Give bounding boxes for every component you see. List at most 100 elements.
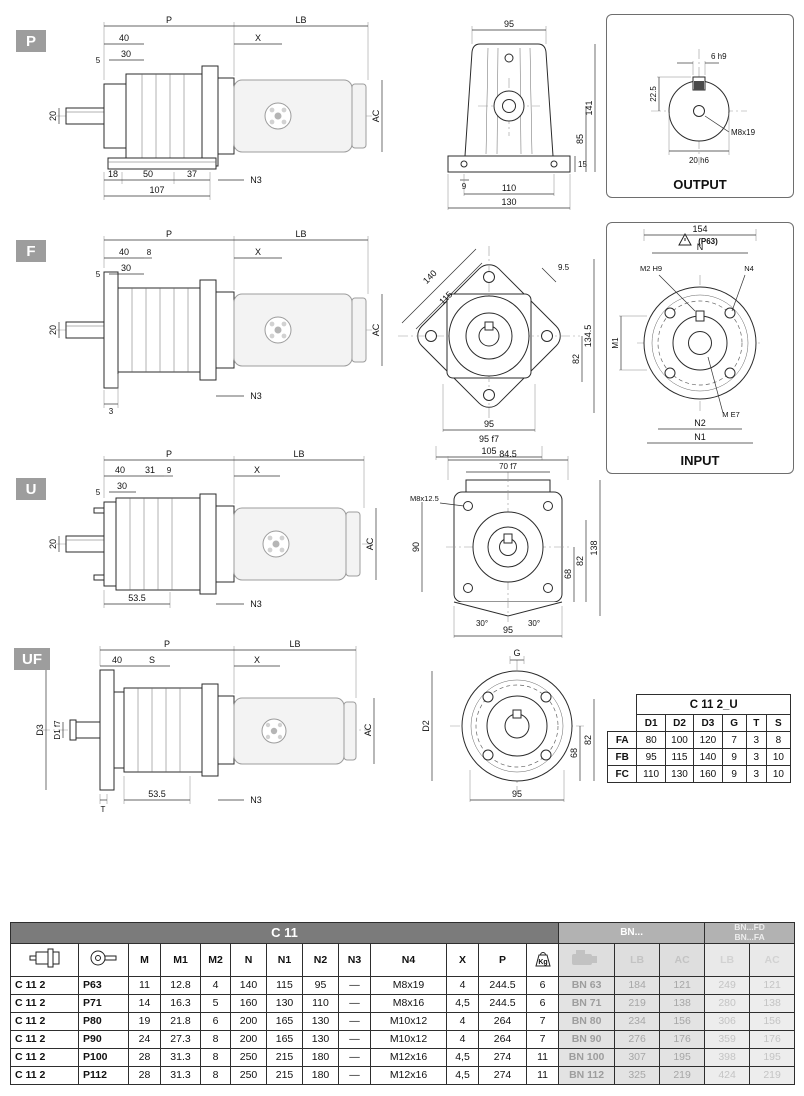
dim-110: 110 — [502, 183, 516, 193]
flange-table-title: C 11 2_U — [636, 694, 791, 715]
dim-30deg-right: 30° — [528, 619, 540, 628]
dim-134-5: 134.5 — [583, 325, 593, 348]
bnfd-lb-cell: 280 — [704, 993, 751, 1013]
dim-130: 130 — [501, 197, 516, 207]
col-m2: M2 — [200, 942, 231, 977]
dim-n4-cell: M8x16 — [370, 993, 447, 1013]
model-cell: C 11 2 — [10, 1029, 79, 1049]
dim-n4-cell: M10x12 — [370, 1029, 447, 1049]
output-title: OUTPUT — [673, 177, 727, 192]
dim-107: 107 — [149, 185, 164, 195]
bn-ac-cell: 195 — [659, 1047, 706, 1067]
bnfd-ac-cell: 121 — [749, 975, 796, 995]
bnfd-lb-cell: 249 — [704, 975, 751, 995]
dim-n3-cell: — — [338, 975, 371, 995]
weight-cell: 6 — [525, 993, 560, 1013]
dim-m1-cell: 16.3 — [160, 993, 201, 1013]
dim-n3: N3 — [250, 599, 262, 609]
fan-cover — [351, 83, 367, 149]
group-bnfd-bnfa: BN...FD BN...FA — [704, 922, 796, 944]
model-cell: C 11 2 — [10, 975, 79, 995]
dim-x-cell: 4,5 — [446, 1065, 479, 1085]
dim-shaft-dia: 20 h6 — [689, 156, 710, 165]
flange-cell: 100 — [664, 731, 695, 749]
weight-icon-header: Kg — [525, 942, 560, 977]
output-shaft-drawing: 6 h9 22.5 M8x19 20 h6 — [649, 49, 756, 165]
dim-n3-cell: — — [338, 1011, 371, 1031]
section-label-uf: UF — [14, 648, 50, 670]
dim-82: 82 — [575, 556, 585, 566]
dim-ac: AC — [365, 537, 375, 550]
col-g: G — [721, 714, 747, 732]
uf-front-dimensions: G D2 68 82 95 — [421, 648, 595, 802]
main-table-row: C 11 2 P71 14 16.3 5 160 130 110 — M8x16… — [10, 993, 796, 1013]
f-front-view: 140 115 9.5 82 134.5 95 95 f7 105 — [398, 246, 595, 460]
dim-154: 154 — [692, 224, 707, 234]
bn-ac-cell: 121 — [659, 975, 706, 995]
dim-n1-cell: 115 — [266, 975, 303, 995]
flange-cell: 3 — [745, 731, 767, 749]
dim-n-cell: 140 — [230, 975, 267, 995]
u-front-drawing — [446, 472, 570, 622]
model-cell: C 11 2 — [10, 993, 79, 1013]
dim-x: X — [255, 33, 261, 43]
p-front-dimensions: 95 15 85 141 9 110 130 — [447, 19, 596, 210]
col-ac-bnfd: AC — [749, 942, 796, 977]
dim-n4-cell: M12x16 — [370, 1065, 447, 1085]
bnfd-lb-cell: 306 — [704, 1011, 751, 1031]
col-x: X — [446, 942, 479, 977]
model-cell: C 11 2 — [10, 1047, 79, 1067]
dim-p: P — [166, 229, 172, 239]
bnfd-lb-cell: 424 — [704, 1065, 751, 1085]
weight-cell: 6 — [525, 975, 560, 995]
dim-n2-cell: 130 — [302, 1029, 339, 1049]
motor-size-cell: BN 100 — [558, 1047, 616, 1067]
dim-31: 31 — [145, 465, 155, 475]
dim-n2-cell: 110 — [302, 993, 339, 1013]
bnfd-lb-cell: 398 — [704, 1047, 751, 1067]
dim-n2-cell: 180 — [302, 1047, 339, 1067]
dim-90: 90 — [411, 542, 421, 552]
dim-n-cell: 200 — [230, 1029, 267, 1049]
dim-138: 138 — [589, 540, 599, 555]
flange-cell: 7 — [721, 731, 747, 749]
dim-s: S — [149, 655, 155, 665]
dim-n3-cell: — — [338, 1065, 371, 1085]
p-side-dimensions: P LB 40 X 30 5 20 18 50 37 107 N3 AC — [48, 15, 383, 200]
dim-n2-cell: 95 — [302, 975, 339, 995]
dim-50: 50 — [143, 169, 153, 179]
dim-68: 68 — [563, 569, 573, 579]
main-table-row: C 11 2 P90 24 27.3 8 200 165 130 — M10x1… — [10, 1029, 796, 1049]
dim-lb: LB — [293, 449, 304, 459]
dim-lb: LB — [289, 639, 300, 649]
col-n4: N4 — [370, 942, 447, 977]
output-flange — [103, 271, 119, 389]
dim-p-cell: 274 — [478, 1047, 527, 1067]
section-label-p: P — [16, 30, 46, 52]
dim-x: X — [254, 655, 260, 665]
dim-68: 68 — [569, 748, 579, 758]
dim-n3-cell: — — [338, 1047, 371, 1067]
dim-n3-cell: — — [338, 1029, 371, 1049]
dim-9: 9 — [167, 466, 172, 475]
dim-95f7: 95 f7 — [479, 434, 499, 444]
dim-key-height: 22.5 — [649, 86, 658, 102]
dim-m2-cell: 8 — [200, 1065, 231, 1085]
dim-m1: M1 — [611, 337, 620, 349]
col-n3: N3 — [338, 942, 371, 977]
dim-n3: N3 — [250, 175, 262, 185]
dim-m2: M2 H9 — [640, 264, 662, 273]
col-n1: N1 — [266, 942, 303, 977]
flange-row-name: FB — [606, 748, 638, 766]
dim-82: 82 — [583, 735, 593, 745]
dim-n2-cell: 130 — [302, 1011, 339, 1031]
uf-front-view: G D2 68 82 95 — [421, 648, 595, 802]
dim-n2-cell: 180 — [302, 1065, 339, 1085]
col-d3: D3 — [693, 714, 723, 732]
input-detail-box: 154 (P63) N M2 H9 N4 M1 M E7 N2 N1 INPUT — [606, 222, 794, 474]
bnfd-ac-cell: 176 — [749, 1029, 796, 1049]
dim-141: 141 — [584, 100, 594, 115]
col-ac-bn: AC — [659, 942, 706, 977]
dim-x: X — [255, 247, 261, 257]
dim-p-cell: 244.5 — [478, 993, 527, 1013]
